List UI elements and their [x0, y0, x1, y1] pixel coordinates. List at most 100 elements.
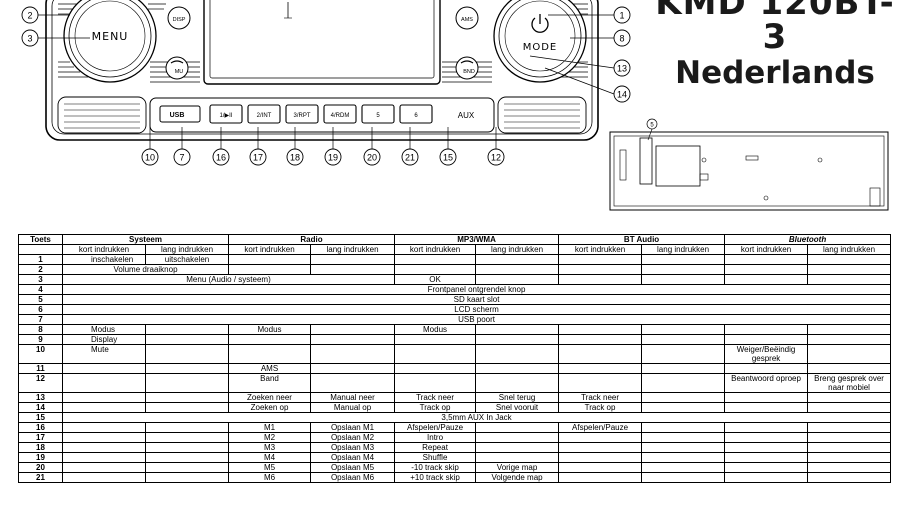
table-cell: Opslaan M2 — [310, 432, 396, 443]
mode-knob[interactable]: MODE — [493, 0, 587, 83]
group-systeem: Systeem — [61, 234, 230, 245]
table-cell — [724, 422, 809, 433]
bnd-button[interactable]: BND — [455, 56, 479, 80]
callout-number: 3 — [27, 34, 32, 44]
callout-marker: 19 — [324, 127, 342, 166]
table-cell — [228, 344, 312, 364]
callout-marker: 7 — [173, 127, 191, 166]
table-cell — [641, 274, 726, 285]
table-cell — [807, 344, 892, 364]
row-number: 10 — [18, 344, 63, 364]
lower-vent-left — [57, 96, 147, 134]
row-number: 18 — [18, 442, 63, 453]
callout-marker: 1 — [548, 6, 631, 24]
table-cell — [62, 452, 146, 463]
table-cell — [62, 373, 146, 393]
rear-callout-label: 5 — [650, 123, 654, 129]
table-cell — [641, 373, 726, 393]
table-cell — [144, 452, 230, 463]
usb-port[interactable]: USB — [159, 105, 201, 123]
table-cell — [558, 472, 643, 483]
table-cell: Manual op — [310, 402, 396, 413]
table-cell: M3 — [228, 442, 312, 453]
table-cell — [144, 363, 230, 374]
table-cell — [144, 392, 230, 403]
table-cell — [641, 402, 726, 413]
left-grille — [58, 3, 200, 83]
table-cell — [807, 392, 892, 403]
table-cell — [641, 442, 726, 453]
table-cell — [807, 274, 892, 285]
aux-label: AUX — [458, 111, 475, 120]
table-cell — [310, 264, 396, 275]
table-cell — [394, 334, 477, 345]
bnd-label: BND — [463, 69, 475, 75]
table-cell: Opslaan M3 — [310, 442, 396, 453]
callout-number: 2 — [27, 11, 32, 21]
menu-knob[interactable]: MENU — [63, 0, 157, 83]
table-cell — [724, 472, 809, 483]
ams-button[interactable]: AMS — [455, 6, 479, 30]
preset-label: 6 — [414, 113, 418, 119]
preset-button-6[interactable]: 6 — [399, 104, 433, 124]
table-cell: M5 — [228, 462, 312, 473]
table-cell — [310, 344, 396, 364]
table-cell — [558, 462, 643, 473]
table-cell — [641, 324, 726, 335]
aux-jack[interactable]: AUX — [458, 111, 475, 120]
phone-hangup-icon — [170, 60, 184, 64]
key-function-table: Toets Systeem Radio MP3/WMA BT Audio Blu… — [18, 234, 892, 483]
group-bluetooth: Bluetooth — [724, 234, 892, 245]
header-lang-indrukken: lang indrukken — [475, 244, 560, 255]
menu-label: MENU — [92, 30, 129, 43]
preset-button-4[interactable]: 4/RDM — [323, 104, 357, 124]
table-cell: Track neer — [558, 392, 643, 403]
table-cell — [394, 254, 477, 265]
callout-number: 7 — [179, 153, 184, 163]
row-number: 13 — [18, 392, 63, 403]
table-cell — [394, 264, 477, 275]
table-cell — [724, 392, 809, 403]
phone-answer-icon — [460, 60, 474, 64]
group-bt-audio: BT Audio — [558, 234, 726, 245]
mu-button[interactable]: MU — [165, 56, 189, 80]
table-cell: Breng gesprek over naar mobiel — [807, 373, 892, 393]
row-number: 20 — [18, 462, 63, 473]
preset-label: 2/INT — [257, 113, 272, 119]
table-cell: OK — [394, 274, 477, 285]
table-cell — [310, 324, 396, 335]
preset-button-1[interactable]: 1/▶II — [209, 104, 243, 124]
table-cell: Beantwoord oproep — [724, 373, 809, 393]
table-cell — [558, 254, 643, 265]
preset-button-2[interactable]: 2/INT — [247, 104, 281, 124]
table-cell — [807, 402, 892, 413]
mu-label: MU — [175, 69, 184, 75]
table-cell — [475, 324, 560, 335]
header-toets: Toets — [18, 234, 63, 245]
callout-marker: 3 — [21, 29, 90, 47]
table-cell — [641, 452, 726, 463]
table-cell — [475, 452, 560, 463]
preset-button-5[interactable]: 5 — [361, 104, 395, 124]
header-kort-indrukken: kort indrukken — [394, 244, 477, 255]
table-cell — [394, 363, 477, 374]
table-cell-full: USB poort — [61, 314, 892, 325]
table-cell: M4 — [228, 452, 312, 463]
table-cell: Band — [228, 373, 312, 393]
table-cell — [144, 373, 230, 393]
table-cell — [807, 442, 892, 453]
table-cell-span: Volume draaiknop — [61, 264, 230, 275]
table-cell — [807, 432, 892, 443]
table-cell — [558, 373, 643, 393]
disp-button[interactable]: DISP — [167, 6, 191, 30]
row-number: 14 — [18, 402, 63, 413]
lower-vent-right — [497, 96, 587, 134]
preset-button-3[interactable]: 3/RPT — [285, 104, 319, 124]
table-cell — [475, 274, 560, 285]
